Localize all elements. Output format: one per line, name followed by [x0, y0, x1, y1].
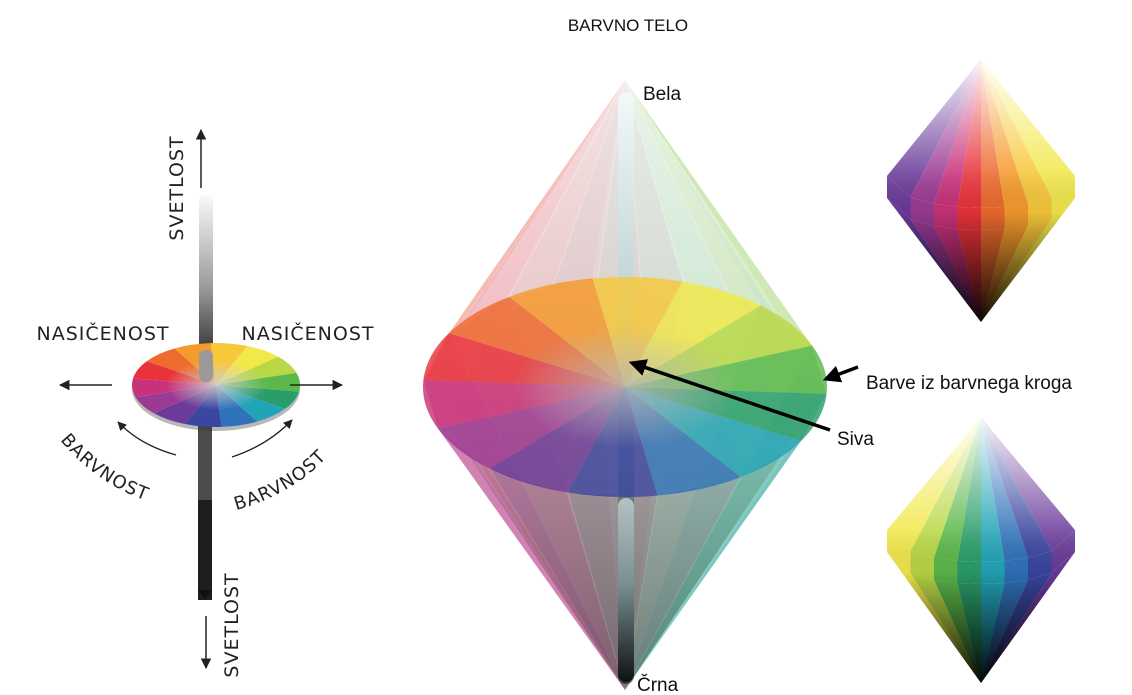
- hue-circle-pointer-arrow: [822, 365, 859, 383]
- hue-label-right: BARVNOST: [231, 446, 330, 515]
- lightness-bar-top: [199, 195, 213, 381]
- small-hue-disk: [132, 343, 300, 431]
- saturation-label-left: NASIČENOST: [37, 321, 170, 345]
- hue-circle-label: Barve iz barvnega kroga: [866, 373, 1072, 394]
- lightness-label-bottom: SVETLOST: [221, 572, 243, 677]
- hue-label-left: BARVNOST: [56, 430, 152, 506]
- hsl-axes-diagram: SVETLOST SVETLOST NASIČENOST NASIČENOST …: [37, 128, 375, 678]
- main-color-solid: Bela Črna Siva Barve iz barvnega kroga: [422, 79, 1072, 695]
- warm-side-color-solid: [887, 60, 1075, 322]
- cool-side-color-solid: [887, 418, 1075, 683]
- white-label: Bela: [643, 84, 681, 105]
- hue-left-arrow: [117, 421, 177, 456]
- black-label: Črna: [637, 674, 679, 695]
- gray-pointer-arrow: [628, 359, 831, 432]
- main-hue-disk: [422, 277, 827, 497]
- figure-title: BARVNO TELO: [568, 16, 688, 35]
- gray-label: Siva: [837, 429, 874, 450]
- lightness-label-top: SVETLOST: [166, 135, 188, 240]
- saturation-label-right: NASIČENOST: [242, 321, 375, 345]
- hue-right-arrow: [231, 419, 293, 458]
